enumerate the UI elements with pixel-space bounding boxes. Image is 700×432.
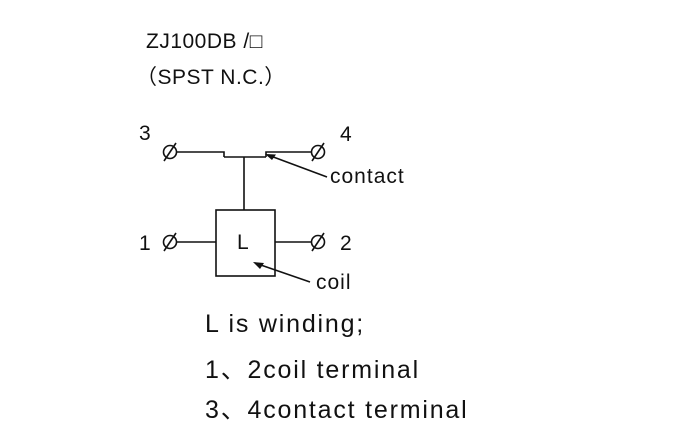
terminal-1-symbol [162,232,178,252]
terminal-4-symbol [310,142,326,162]
terminal-2-label: 2 [340,232,352,255]
contact-leader-arrowhead [265,154,276,160]
note-contact-terminal: 3、4contact terminal [205,396,469,424]
contact-callout-label: contact [330,165,405,188]
coil-letter-label: L [237,231,249,254]
coil-winding-box [215,209,276,277]
nc-contact-symbol [177,151,311,158]
coil-leader-line [254,262,311,283]
relay-type-subtitle: （SPST N.C.） [136,66,286,89]
note-winding: L is winding; [205,310,366,338]
contact-leader-line [267,154,328,178]
terminal-4-label: 4 [340,123,352,146]
terminal-3-label: 3 [139,122,151,145]
terminal-1-label: 1 [139,232,151,255]
coil-callout-label: coil [316,271,352,294]
coil-leader-arrowhead [253,262,264,269]
terminal-3-symbol [162,142,178,162]
model-title: ZJ100DB /□ [146,30,263,53]
note-coil-terminal: 1、2coil terminal [205,356,420,384]
terminal-2-symbol [310,232,326,252]
